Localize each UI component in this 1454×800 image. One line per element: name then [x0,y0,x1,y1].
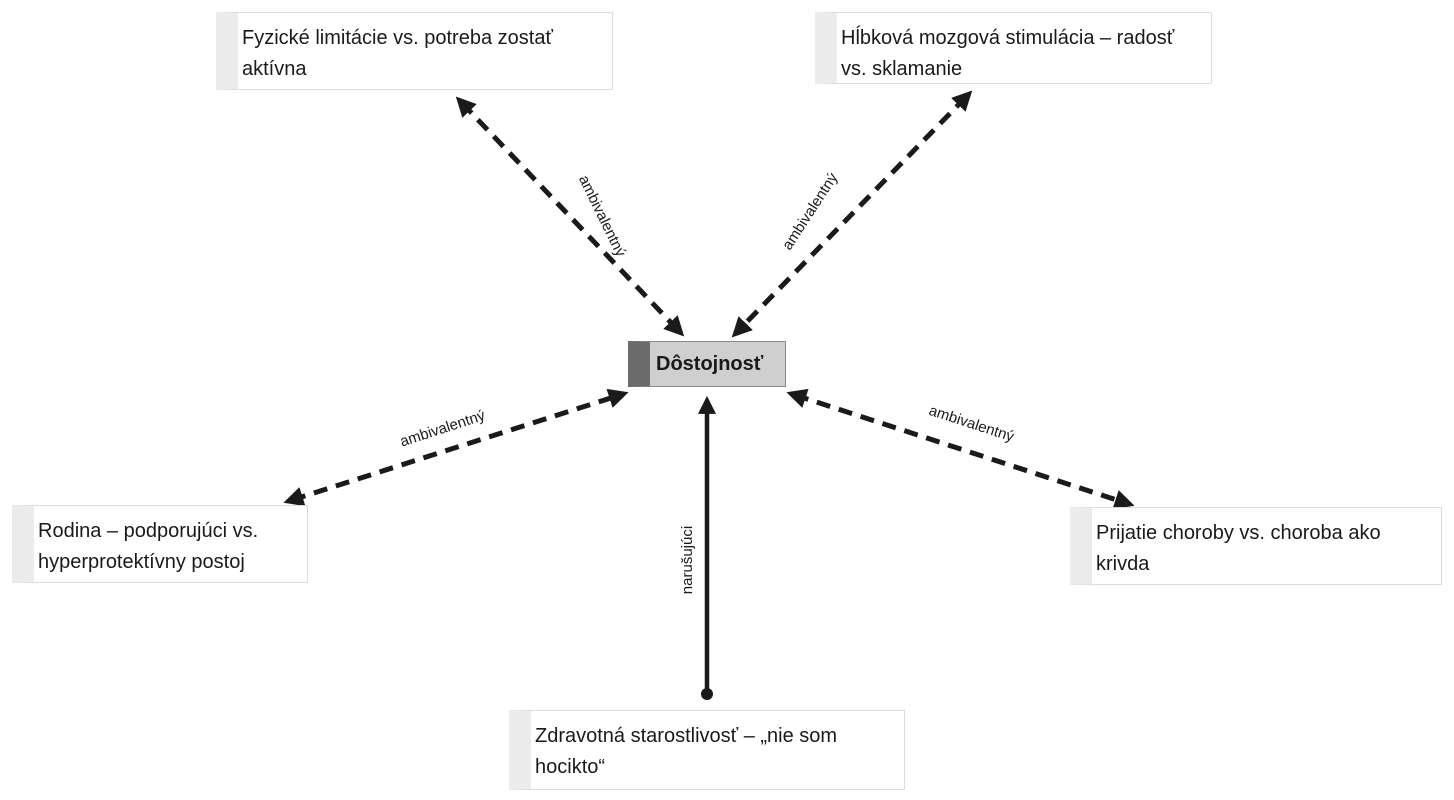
edge-bottom-label: narušujúci [679,526,696,594]
edge-right-label: ambivalentný [927,402,1017,446]
node-disease-acceptance: Prijatie choroby vs. choroba ako krivda [1070,507,1442,585]
edge-top-right-line [731,90,973,338]
edge-right-line [786,388,1135,510]
edge-left-line [283,388,629,507]
node-deep-brain-stimulation: Hĺbková mozgová stimulácia – radosť vs. … [815,12,1212,84]
node-family: Rodina – podporujúci vs. hyperprotektívn… [12,505,308,583]
node-disease-acceptance-label: Prijatie choroby vs. choroba ako krivda [1096,522,1381,575]
node-family-label: Rodina – podporujúci vs. hyperprotektívn… [38,520,259,573]
edge-top-left-line [455,96,685,337]
edge-top-left-label: ambivalentný [575,173,629,260]
central-node-dignity: Dôstojnosť [628,341,786,387]
node-health-care-label: Zdravotná starostlivosť – „nie som hocik… [535,725,838,778]
node-deep-brain-stimulation-label: Hĺbková mozgová stimulácia – radosť vs. … [841,27,1175,80]
node-health-care: Zdravotná starostlivosť – „nie som hocik… [509,710,905,790]
central-node-label: Dôstojnosť [656,353,764,375]
node-physical-limitations-label: Fyzické limitácie vs. potreba zostať akt… [242,27,553,80]
edge-top-right-label: ambivalentný [779,169,842,253]
edge-bottom-origin-dot [701,688,713,700]
node-physical-limitations: Fyzické limitácie vs. potreba zostať akt… [216,12,613,90]
